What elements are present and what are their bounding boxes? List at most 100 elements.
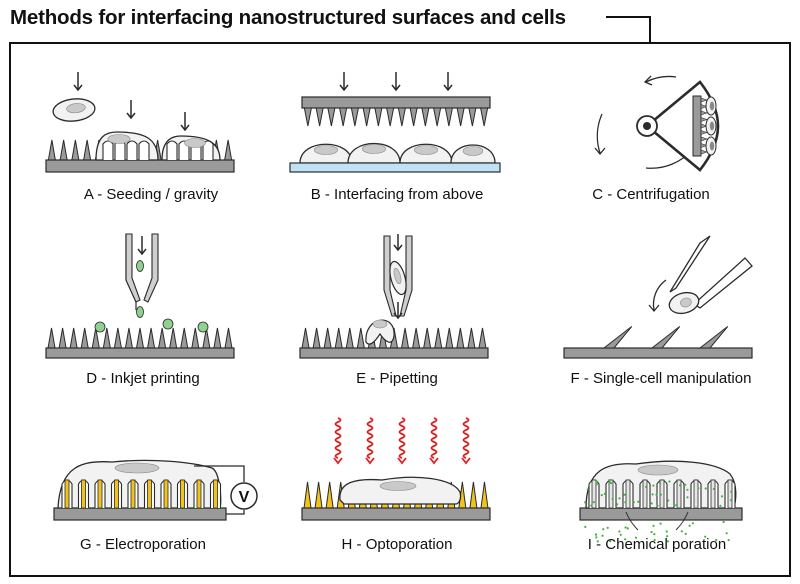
chemical-particle — [653, 533, 656, 536]
chemical-particle — [686, 496, 689, 499]
membrane-wrap — [102, 140, 114, 160]
cell-nucleus — [372, 319, 388, 329]
nanospike — [412, 327, 421, 349]
down-arrow-head — [137, 248, 147, 256]
chemical-particle — [595, 483, 598, 486]
inverted-substrate — [301, 96, 491, 109]
nanospike — [124, 327, 134, 349]
panel-d-inkjet-printing: D - Inkjet printing — [12, 230, 274, 410]
nanospike — [423, 327, 432, 349]
chemical-particle — [602, 528, 605, 531]
down-arrow-head — [339, 84, 349, 92]
electrode-pillar — [114, 479, 119, 509]
panel-f-caption: F - Single-cell manipulation — [570, 370, 752, 387]
chemical-particle — [665, 530, 668, 533]
chemical-particle — [609, 540, 612, 543]
panel-g-caption: G - Electroporation — [80, 536, 206, 553]
chemical-particle — [659, 482, 662, 485]
nanospike — [480, 481, 489, 509]
hollow-pillar — [625, 479, 631, 509]
nanospike — [69, 327, 78, 349]
laser-arrow-head — [461, 457, 471, 465]
chemical-particle — [691, 522, 694, 525]
laser-arrow-head — [429, 457, 439, 465]
tilted-nanospike — [602, 326, 633, 349]
hollow-pillar — [676, 479, 682, 509]
cell-nucleus — [462, 146, 484, 156]
down-arrow-head — [73, 84, 83, 92]
chemical-particle — [704, 535, 707, 538]
nozzle-right — [143, 233, 159, 303]
nanospike — [102, 327, 111, 349]
diagram-title: Methods for interfacing nanostructured s… — [10, 6, 566, 29]
panel-i-caption: I - Chemical poration — [587, 536, 727, 553]
nanospike — [135, 327, 145, 349]
nanospike — [59, 139, 68, 161]
chemical-dots-icon — [579, 460, 743, 543]
circuit-wire — [226, 510, 245, 515]
nanospike — [478, 327, 487, 349]
electrode-pillar — [180, 479, 185, 509]
rotation-arrow-head — [594, 147, 606, 156]
nanospike — [456, 327, 465, 349]
substrate — [299, 347, 489, 359]
chemical-particle — [722, 520, 725, 524]
chemical-particle — [611, 497, 614, 500]
cell — [668, 291, 700, 315]
chemical-particle — [584, 501, 587, 504]
nanospike — [345, 327, 354, 349]
nanospike — [700, 117, 708, 122]
down-arrow-head — [180, 124, 190, 132]
nanospike — [325, 481, 334, 509]
nanospike — [362, 107, 371, 127]
chemical-particle — [727, 539, 730, 542]
chemical-particle — [697, 487, 700, 490]
nanospike — [169, 327, 178, 349]
panel-a-caption: A - Seeding / gravity — [83, 186, 219, 203]
panel-d-caption: D - Inkjet printing — [86, 370, 200, 387]
nanospike — [444, 107, 453, 127]
rotation-arrow — [645, 75, 677, 83]
hollow-pillar — [710, 479, 716, 509]
rotation-arrow-head — [643, 75, 653, 86]
cell-nucleus — [709, 121, 715, 131]
panel-h-optoporation: H - Optoporation — [266, 400, 528, 580]
droplet — [136, 260, 144, 272]
chemical-particle — [592, 501, 595, 504]
nanospike — [700, 123, 708, 129]
panel-h-caption: H - Optoporation — [341, 536, 453, 553]
chemical-particle — [659, 522, 662, 525]
motion-arrow-head — [648, 304, 660, 313]
laser-wave — [366, 417, 374, 459]
electrode-pillar — [196, 479, 202, 509]
chemical-particle — [720, 495, 724, 498]
chemical-particle — [655, 493, 658, 496]
chemical-particle — [675, 503, 678, 506]
nanospike — [700, 136, 708, 142]
nozzle-left — [125, 233, 141, 303]
chemical-particle — [601, 534, 604, 537]
panel-i-chemical-poration: I - Chemical poration — [526, 400, 788, 580]
cell-nucleus — [680, 297, 692, 308]
nanospike — [480, 107, 489, 127]
nanospike — [468, 107, 477, 127]
nanospike — [700, 104, 708, 109]
flow-arrow — [675, 511, 689, 531]
hollow-pillar — [591, 479, 597, 509]
chemical-particle — [651, 493, 654, 496]
interfacing-from-above-icon — [289, 72, 501, 173]
cell-nucleus — [709, 101, 715, 111]
flow-arrow — [625, 511, 639, 531]
nanospike — [301, 327, 310, 349]
electrode-pillar — [130, 479, 136, 509]
nanospike — [434, 327, 443, 349]
chemical-particle — [608, 479, 611, 482]
down-arrow-head — [391, 84, 401, 92]
chemical-particle — [603, 492, 606, 495]
laser-arrow-head — [397, 457, 407, 465]
nanospike — [334, 327, 343, 349]
nanospike — [213, 327, 222, 349]
nanospike — [180, 327, 189, 349]
membrane-wrap — [138, 140, 150, 160]
printed-cell — [162, 318, 174, 330]
